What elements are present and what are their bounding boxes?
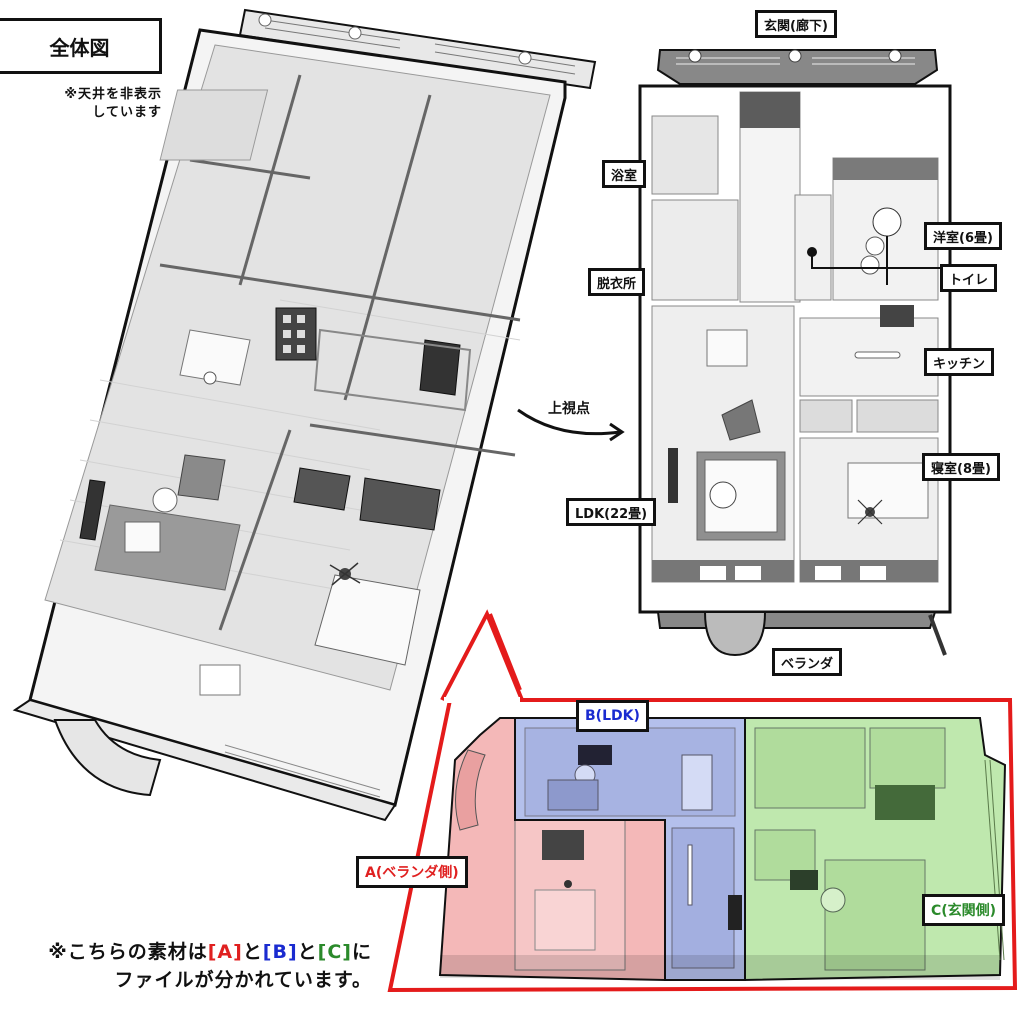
ceiling-note-line2: しています	[92, 105, 162, 120]
zone-a-ref: [A]	[207, 941, 243, 963]
zone-callout-frame	[387, 698, 1018, 993]
top-view-floorplan	[638, 49, 952, 657]
label-veranda: ベランダ	[772, 648, 843, 676]
zone-b-label: B(LDK)	[576, 700, 649, 732]
zone-a-label: A(ベランダ側)	[356, 856, 468, 888]
file-split-note: ※こちらの素材は[A]と[B]と[C]に ファイルが分かれています。	[20, 938, 372, 994]
curved-arrow-icon	[517, 408, 621, 436]
label-dressing-room: 脱衣所	[588, 268, 646, 296]
zone-b-ref: [B]	[262, 941, 298, 963]
ceiling-note: ※天井を非表示 しています	[40, 86, 162, 122]
label-western-room: 洋室(6畳)	[924, 222, 1002, 250]
ceiling-note-line1: ※天井を非表示	[64, 87, 162, 102]
isometric-overview	[12, 8, 597, 822]
label-bathroom: 浴室	[602, 160, 647, 188]
label-ldk: LDK(22畳)	[566, 498, 657, 526]
label-bedroom: 寝室(8畳)	[922, 453, 1000, 481]
file-split-note-line1: ※こちらの素材は[A]と[B]と[C]に	[48, 941, 372, 963]
label-toilet: トイレ	[940, 264, 998, 292]
label-entrance: 玄関(廊下)	[755, 10, 837, 38]
zone-c-label: C(玄関側)	[922, 894, 1006, 926]
file-split-note-line2: ファイルが分かれています。	[114, 969, 372, 991]
zone-model	[438, 717, 1007, 982]
top-view-arrow-label: 上視点	[548, 401, 590, 417]
label-kitchen: キッチン	[924, 348, 995, 376]
zone-c-ref: [C]	[317, 941, 352, 963]
page-title: 全体図	[0, 18, 162, 74]
